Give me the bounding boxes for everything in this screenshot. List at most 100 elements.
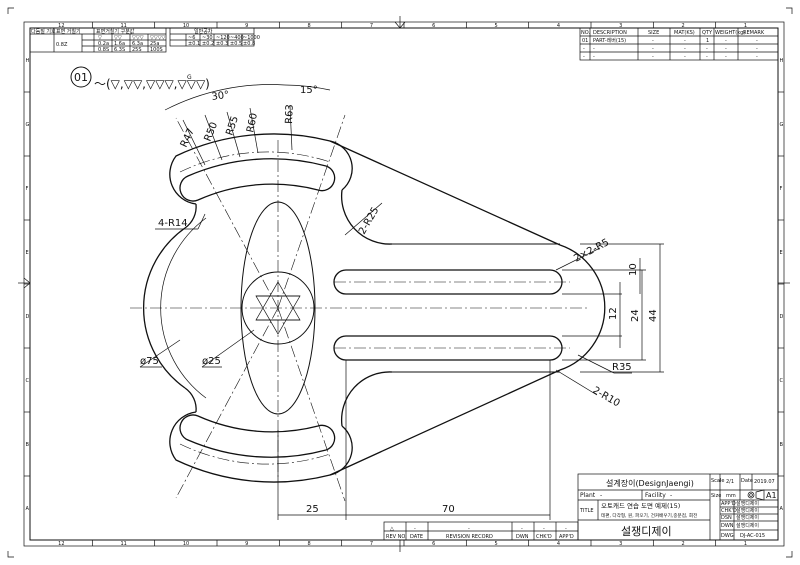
zone-column-label: 9 [245, 541, 248, 547]
drawn-label: DWN [721, 523, 734, 529]
surface-value: 0.8S [98, 47, 109, 53]
parts-cell: - [652, 46, 654, 52]
designed-label: DSN [721, 515, 732, 521]
revision-cell: - [565, 526, 567, 532]
tolerance-value: ±0.3 [216, 41, 228, 47]
surface-value: 25S [132, 47, 142, 53]
zone-column-label: 10 [183, 23, 189, 29]
approved-label: APP'D [721, 501, 736, 507]
parts-cell: - [593, 46, 595, 52]
size-label: Size [711, 493, 721, 499]
date-value: 2019.07 [754, 479, 775, 485]
revision-cell: - [414, 526, 416, 532]
title-line1: 오토캐드 연습 도면 예제(15) [601, 501, 680, 510]
surface-value: 6.3S [114, 47, 125, 53]
parts-cell: - [706, 54, 708, 60]
tolerance-value: ±0.5 [230, 41, 242, 47]
dim-v10: 10 [628, 263, 639, 276]
plant-value: - [600, 492, 602, 499]
surface-value: 0.8Z [56, 42, 68, 48]
zone-row-label: A [26, 506, 30, 512]
tolerance-header: ~1000 [243, 35, 260, 41]
size-value: A1 [766, 491, 777, 500]
approved-value: 설쟁디제이 [736, 500, 759, 507]
zone-row-label: F [26, 186, 29, 192]
drawing-number: DJ-AC-015 [740, 533, 765, 539]
zone-column-label: 7 [370, 541, 373, 547]
zone-column-label: 7 [370, 23, 373, 29]
zone-column-label: 1 [744, 23, 747, 29]
tolerance-table: 일반공차 ~6 ~30 ~120 ~400 ~1000 ±0.1 ±0.2 ±0… [169, 27, 260, 47]
dim-angle-15: 15° [300, 85, 318, 96]
zone-column-label: 8 [308, 23, 311, 29]
zone-column-label: 1 [744, 541, 747, 547]
dim-r35: R35 [612, 362, 632, 373]
zone-column-label: 3 [619, 541, 622, 547]
tolerance-header: ~6 [188, 35, 195, 41]
zone-row-label: C [26, 378, 30, 384]
facility-value: - [670, 492, 672, 499]
revision-header: REVISION RECORD [446, 534, 493, 540]
designed-value: 설쟁디제이 [736, 514, 759, 521]
zone-row-label: D [780, 314, 784, 320]
surface-spec-g-mark: G [187, 74, 192, 81]
tolerance-value: ±0.8 [243, 41, 255, 47]
dim-d75: ø75 [140, 356, 159, 367]
surface-table-title: 표면거칠기 구분값 [96, 28, 135, 35]
zone-column-label: 12 [58, 23, 64, 29]
checked-label: CHK'D [721, 508, 737, 514]
parts-cell: 01 [582, 38, 588, 44]
surface-value: 1.6a [114, 41, 125, 47]
surface-value: 6.3a [132, 41, 143, 47]
dim-r60: R60 [245, 112, 260, 134]
centering-marks [18, 16, 790, 552]
parts-cell: - [756, 38, 758, 44]
zone-row-label: G [26, 122, 30, 128]
dim-v24: 24 [630, 309, 641, 322]
tolerance-value: ±0.1 [188, 41, 200, 47]
drawing-number-label: DWG [721, 533, 734, 539]
projection-symbol [747, 489, 765, 501]
surface-value: 0.2a [98, 41, 109, 47]
title-label: TITLE [579, 508, 594, 514]
parts-list: NO. DESCRIPTION SIZE MAT(KS) QTY WEIGHT(… [579, 27, 779, 61]
parts-cell: - [583, 46, 585, 52]
part-number-balloon: 01 [70, 66, 92, 88]
parts-cell: - [652, 38, 654, 44]
plant-label: Plant [580, 492, 596, 499]
dimension-lines [139, 84, 664, 520]
zone-column-label: 11 [121, 23, 127, 29]
parts-header-weight: WEIGHT(kg) [715, 30, 745, 36]
parts-cell: 1 [706, 38, 709, 44]
surface-symbol-1: ▽ [98, 35, 102, 41]
drawn-value: 설쟁디제이 [736, 522, 759, 529]
tolerance-title: 일반공차 [194, 28, 213, 35]
zone-column-label: 5 [495, 23, 498, 29]
scale-label: Scale [711, 478, 724, 484]
zone-row-label: B [26, 442, 30, 448]
parts-cell: - [725, 46, 727, 52]
zone-row-label: A [780, 506, 784, 512]
dim-r63: R63 [284, 104, 296, 124]
facility-label: Facility [645, 492, 666, 499]
zone-row-label: F [780, 186, 783, 192]
parts-cell: - [684, 38, 686, 44]
zone-column-label: 8 [308, 541, 311, 547]
zone-column-label: 6 [432, 541, 435, 547]
surface-roughness-table: 다듬질 기호 표면 거칠기 표면거칠기 구분값 ▽ ▽▽ ▽▽▽ ▽▽▽▽ 0.… [29, 27, 167, 53]
zone-row-label: B [780, 442, 784, 448]
date-label: Date [741, 478, 753, 484]
size-unit: mm [726, 493, 736, 499]
revision-cell: △ [390, 526, 394, 532]
revision-cell: - [468, 526, 470, 532]
tolerance-header: ~400 [230, 35, 244, 41]
scale-value: 2/1 [726, 479, 734, 485]
zone-row-label: D [26, 314, 30, 320]
zone-row-label: E [780, 250, 783, 256]
zone-column-label: 11 [121, 541, 127, 547]
dim-d25: ø25 [202, 356, 221, 367]
zone-column-label: 4 [557, 541, 560, 547]
dim-angle-30: 30° [211, 90, 230, 103]
